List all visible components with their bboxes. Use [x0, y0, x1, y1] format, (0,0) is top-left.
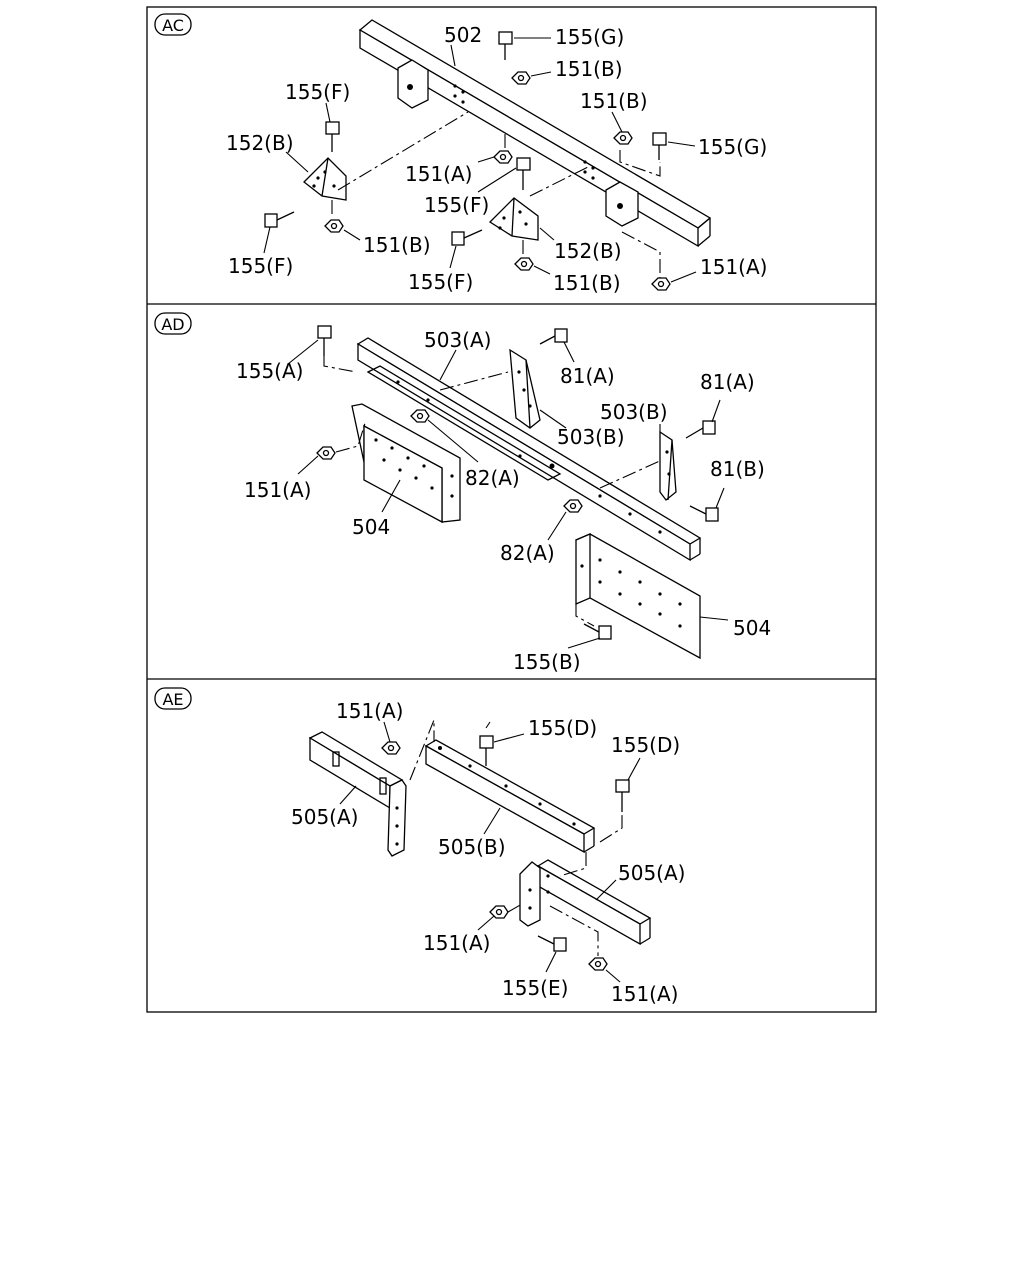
part-label: 505(B) — [438, 835, 506, 859]
part-label: 155(D) — [528, 716, 597, 740]
bolt-icon — [615, 779, 630, 812]
part-label: 155(F) — [228, 254, 293, 278]
panel-tag: AC — [162, 16, 184, 35]
part-label: 82(A) — [500, 541, 555, 565]
part-label: 151(A) — [405, 162, 472, 186]
part-label: 155(A) — [236, 359, 303, 383]
bolt-icon — [317, 325, 332, 356]
part-label: 504 — [352, 515, 390, 539]
diagram-frame — [146, 6, 877, 1013]
part-label: 503(B) — [600, 400, 668, 424]
part-label: 504 — [733, 616, 771, 640]
bolt-icon — [479, 735, 494, 766]
plate-504-left — [351, 403, 461, 524]
panel-ad: AD — [154, 312, 771, 674]
part-label: 81(A) — [700, 370, 755, 394]
bolt-icon — [451, 229, 483, 246]
part-label: 155(E) — [502, 976, 568, 1000]
part-label: 151(A) — [611, 982, 678, 1006]
bolt-icon — [498, 31, 513, 60]
part-label: 82(A) — [465, 466, 520, 490]
part-label: 155(F) — [408, 270, 473, 294]
bolt-icon — [516, 157, 531, 190]
part-label: 155(D) — [611, 733, 680, 757]
nut-icon — [493, 150, 513, 164]
member-505a-left — [308, 731, 407, 857]
part-label: 151(A) — [423, 931, 490, 955]
part-label: 152(B) — [554, 239, 622, 263]
bolt-icon — [264, 211, 295, 228]
part-label: 151(B) — [555, 57, 623, 81]
nut-icon — [588, 957, 608, 971]
part-label: 155(F) — [424, 193, 489, 217]
part-label: 502 — [444, 23, 482, 47]
bolt-icon — [652, 132, 667, 160]
part-label: 505(A) — [618, 861, 685, 885]
part-label: 155(G) — [698, 135, 767, 159]
panel-tag-badge — [154, 13, 192, 36]
part-label: 152(B) — [226, 131, 294, 155]
part-label: 151(B) — [580, 89, 648, 113]
part-label: 503(A) — [424, 328, 491, 352]
part-label: 81(A) — [560, 364, 615, 388]
part-label: 155(B) — [513, 650, 581, 674]
part-label: 151(A) — [700, 255, 767, 279]
bolt-icon — [537, 935, 567, 952]
panel-tag: AD — [161, 315, 184, 334]
bracket-503b-upper — [509, 348, 541, 429]
part-label: 503(B) — [557, 425, 625, 449]
nut-icon — [651, 277, 671, 291]
part-label: 151(B) — [553, 271, 621, 295]
nut-icon — [489, 905, 509, 919]
nut-icon — [514, 257, 534, 271]
bracket-152b-left — [303, 157, 347, 201]
nut-icon — [613, 131, 633, 145]
bolt-icon — [583, 623, 612, 640]
bracket-503b-right — [659, 430, 677, 501]
member-505a-right — [519, 859, 652, 946]
member-505b — [424, 739, 596, 854]
nut-icon — [410, 409, 430, 423]
bolt-icon — [689, 505, 719, 522]
panel-tag-badge — [154, 687, 192, 710]
part-label: 151(A) — [244, 478, 311, 502]
bolt-icon — [325, 121, 340, 152]
part-label: 155(G) — [555, 25, 624, 49]
nut-icon — [316, 446, 336, 460]
crossmember-502 — [358, 19, 712, 248]
nut-icon — [563, 499, 583, 513]
panel-tag: AE — [162, 690, 183, 709]
part-label: 81(B) — [710, 457, 765, 481]
part-label: 151(B) — [363, 233, 431, 257]
bolt-icon — [685, 420, 716, 439]
bolt-icon — [539, 328, 568, 345]
plate-504-right — [575, 533, 701, 660]
panel-ac: AC — [154, 13, 767, 295]
bracket-152b-right — [488, 197, 539, 241]
nut-icon — [381, 741, 401, 755]
nut-icon — [324, 219, 344, 233]
panel-tag-badge — [154, 312, 192, 335]
part-label: 151(A) — [336, 699, 403, 723]
panel-ae: AE — [154, 687, 685, 1006]
part-label: 505(A) — [291, 805, 358, 829]
nut-icon — [511, 71, 531, 85]
part-label: 155(F) — [285, 80, 350, 104]
